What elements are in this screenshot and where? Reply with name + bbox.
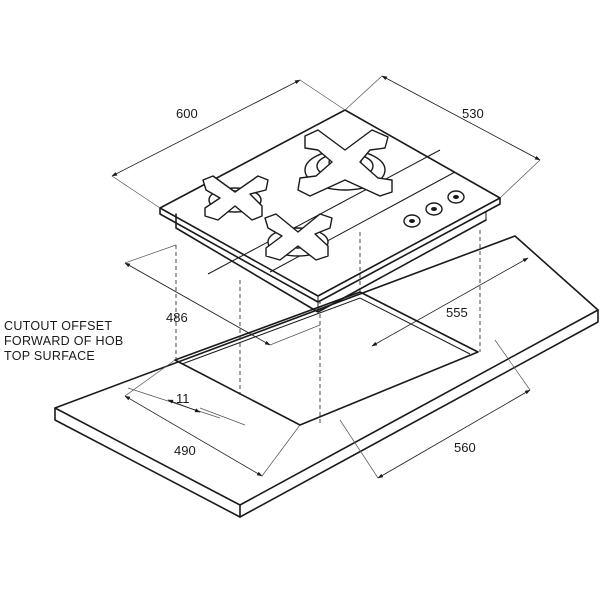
left-burner bbox=[202, 175, 269, 221]
dimension-555 bbox=[371, 257, 529, 347]
control-knobs bbox=[403, 190, 465, 228]
cutout-offset-note: CUTOUT OFFSET FORWARD OF HOB TOP SURFACE bbox=[4, 319, 123, 363]
dimension-530 bbox=[344, 75, 541, 199]
dimension-600 bbox=[111, 79, 346, 209]
label-11: 11 bbox=[176, 391, 190, 406]
label-530: 530 bbox=[462, 106, 484, 121]
label-486: 486 bbox=[166, 310, 188, 325]
label-490: 490 bbox=[174, 443, 196, 458]
label-560: 560 bbox=[454, 440, 476, 455]
countertop bbox=[54, 235, 599, 518]
note-line-3: TOP SURFACE bbox=[4, 349, 95, 363]
note-line-2: FORWARD OF HOB bbox=[4, 334, 123, 348]
label-555: 555 bbox=[446, 305, 468, 320]
wok-burner bbox=[297, 129, 393, 197]
dimension-486 bbox=[124, 244, 321, 346]
dimension-560 bbox=[339, 339, 531, 479]
note-line-1: CUTOUT OFFSET bbox=[4, 319, 112, 333]
label-600: 600 bbox=[176, 106, 198, 121]
front-burner bbox=[264, 213, 333, 261]
projection-lines bbox=[175, 230, 481, 425]
dimension-490 bbox=[124, 359, 301, 477]
